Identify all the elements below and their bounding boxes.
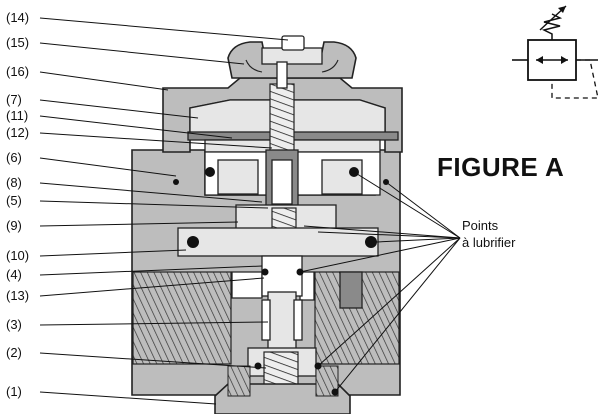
piston-right: [321, 159, 363, 195]
leader-3: [39, 321, 269, 326]
leader-1: [39, 391, 217, 405]
label-2: (2): [6, 345, 22, 360]
leader-5: [39, 200, 269, 209]
stem-gap-right: [293, 299, 303, 341]
lubrication-note-line2: à lubrifier: [462, 235, 516, 250]
label-5: (5): [6, 193, 22, 208]
leader-6: [39, 157, 177, 177]
piston-left: [217, 159, 259, 195]
lubrication-callout: Points à lubrifier: [299, 171, 516, 393]
seat-bore: [271, 159, 293, 205]
label-7: (7): [6, 92, 22, 107]
leader-14: [39, 17, 289, 41]
leader-15: [39, 42, 245, 65]
stem-gap-left: [261, 299, 271, 341]
poppet-stem: [267, 291, 297, 351]
o-ring-left: [187, 236, 199, 248]
leader-4: [39, 265, 263, 276]
label-8: (8): [6, 175, 22, 190]
leader-11: [39, 115, 233, 139]
return-spring: [263, 351, 299, 389]
o-ring-bonnet-left: [173, 179, 179, 185]
lube-leader-5: [376, 237, 461, 243]
lube-leader-1: [385, 181, 461, 239]
lube-leader-7: [317, 237, 461, 367]
leader-10: [39, 249, 187, 257]
pilot-line: [551, 59, 599, 99]
leader-13: [39, 277, 265, 297]
stem-passage: [261, 255, 303, 297]
label-13: (13): [6, 288, 29, 303]
regulator-cross-section: [131, 35, 403, 414]
inner-passage: [231, 271, 263, 299]
lube-leader-8: [334, 237, 461, 393]
o-ring-right: [365, 236, 377, 248]
lube-leader-4: [317, 231, 461, 239]
o-ring-plug-left: [254, 362, 262, 370]
label-12: (12): [6, 125, 29, 140]
label-6: (6): [6, 150, 22, 165]
label-14: (14): [6, 10, 29, 25]
part-labels: (14) (15) (16) (7) (11) (12) (6) (8) (5)…: [6, 10, 289, 405]
inlet-thread: [132, 271, 232, 365]
label-11: (11): [6, 108, 28, 123]
flow-arrowheads: [536, 56, 568, 64]
label-3: (3): [6, 317, 22, 332]
pressure-regulator-symbol: [512, 5, 599, 99]
adjust-screw: [276, 61, 288, 89]
lube-leader-3: [303, 225, 461, 239]
o-ring-upper-left: [205, 167, 215, 177]
leader-12: [39, 132, 273, 149]
seal-ring-housing: [177, 227, 379, 257]
label-1: (1): [6, 384, 22, 399]
leader-8: [39, 182, 263, 203]
lube-leader-2: [353, 171, 461, 239]
figure-title: FIGURE A: [437, 152, 564, 182]
leader-2: [39, 352, 267, 369]
o-ring-stem-left: [261, 268, 269, 276]
spring-symbol: [541, 13, 563, 40]
label-4: (4): [6, 267, 22, 282]
plug-thread-left: [227, 365, 251, 397]
label-15: (15): [6, 35, 29, 50]
plug-thread-right: [315, 365, 339, 397]
label-9: (9): [6, 218, 22, 233]
label-10: (10): [6, 248, 29, 263]
lubrication-note-line1: Points: [462, 218, 499, 233]
leader-9: [39, 221, 239, 227]
leader-7: [39, 99, 199, 119]
knob-cap: [281, 35, 305, 51]
leader-16: [39, 71, 169, 91]
gauge-port: [339, 271, 363, 309]
adjust-spring: [269, 83, 295, 155]
lube-leader-6: [299, 237, 461, 273]
label-16: (16): [6, 64, 29, 79]
